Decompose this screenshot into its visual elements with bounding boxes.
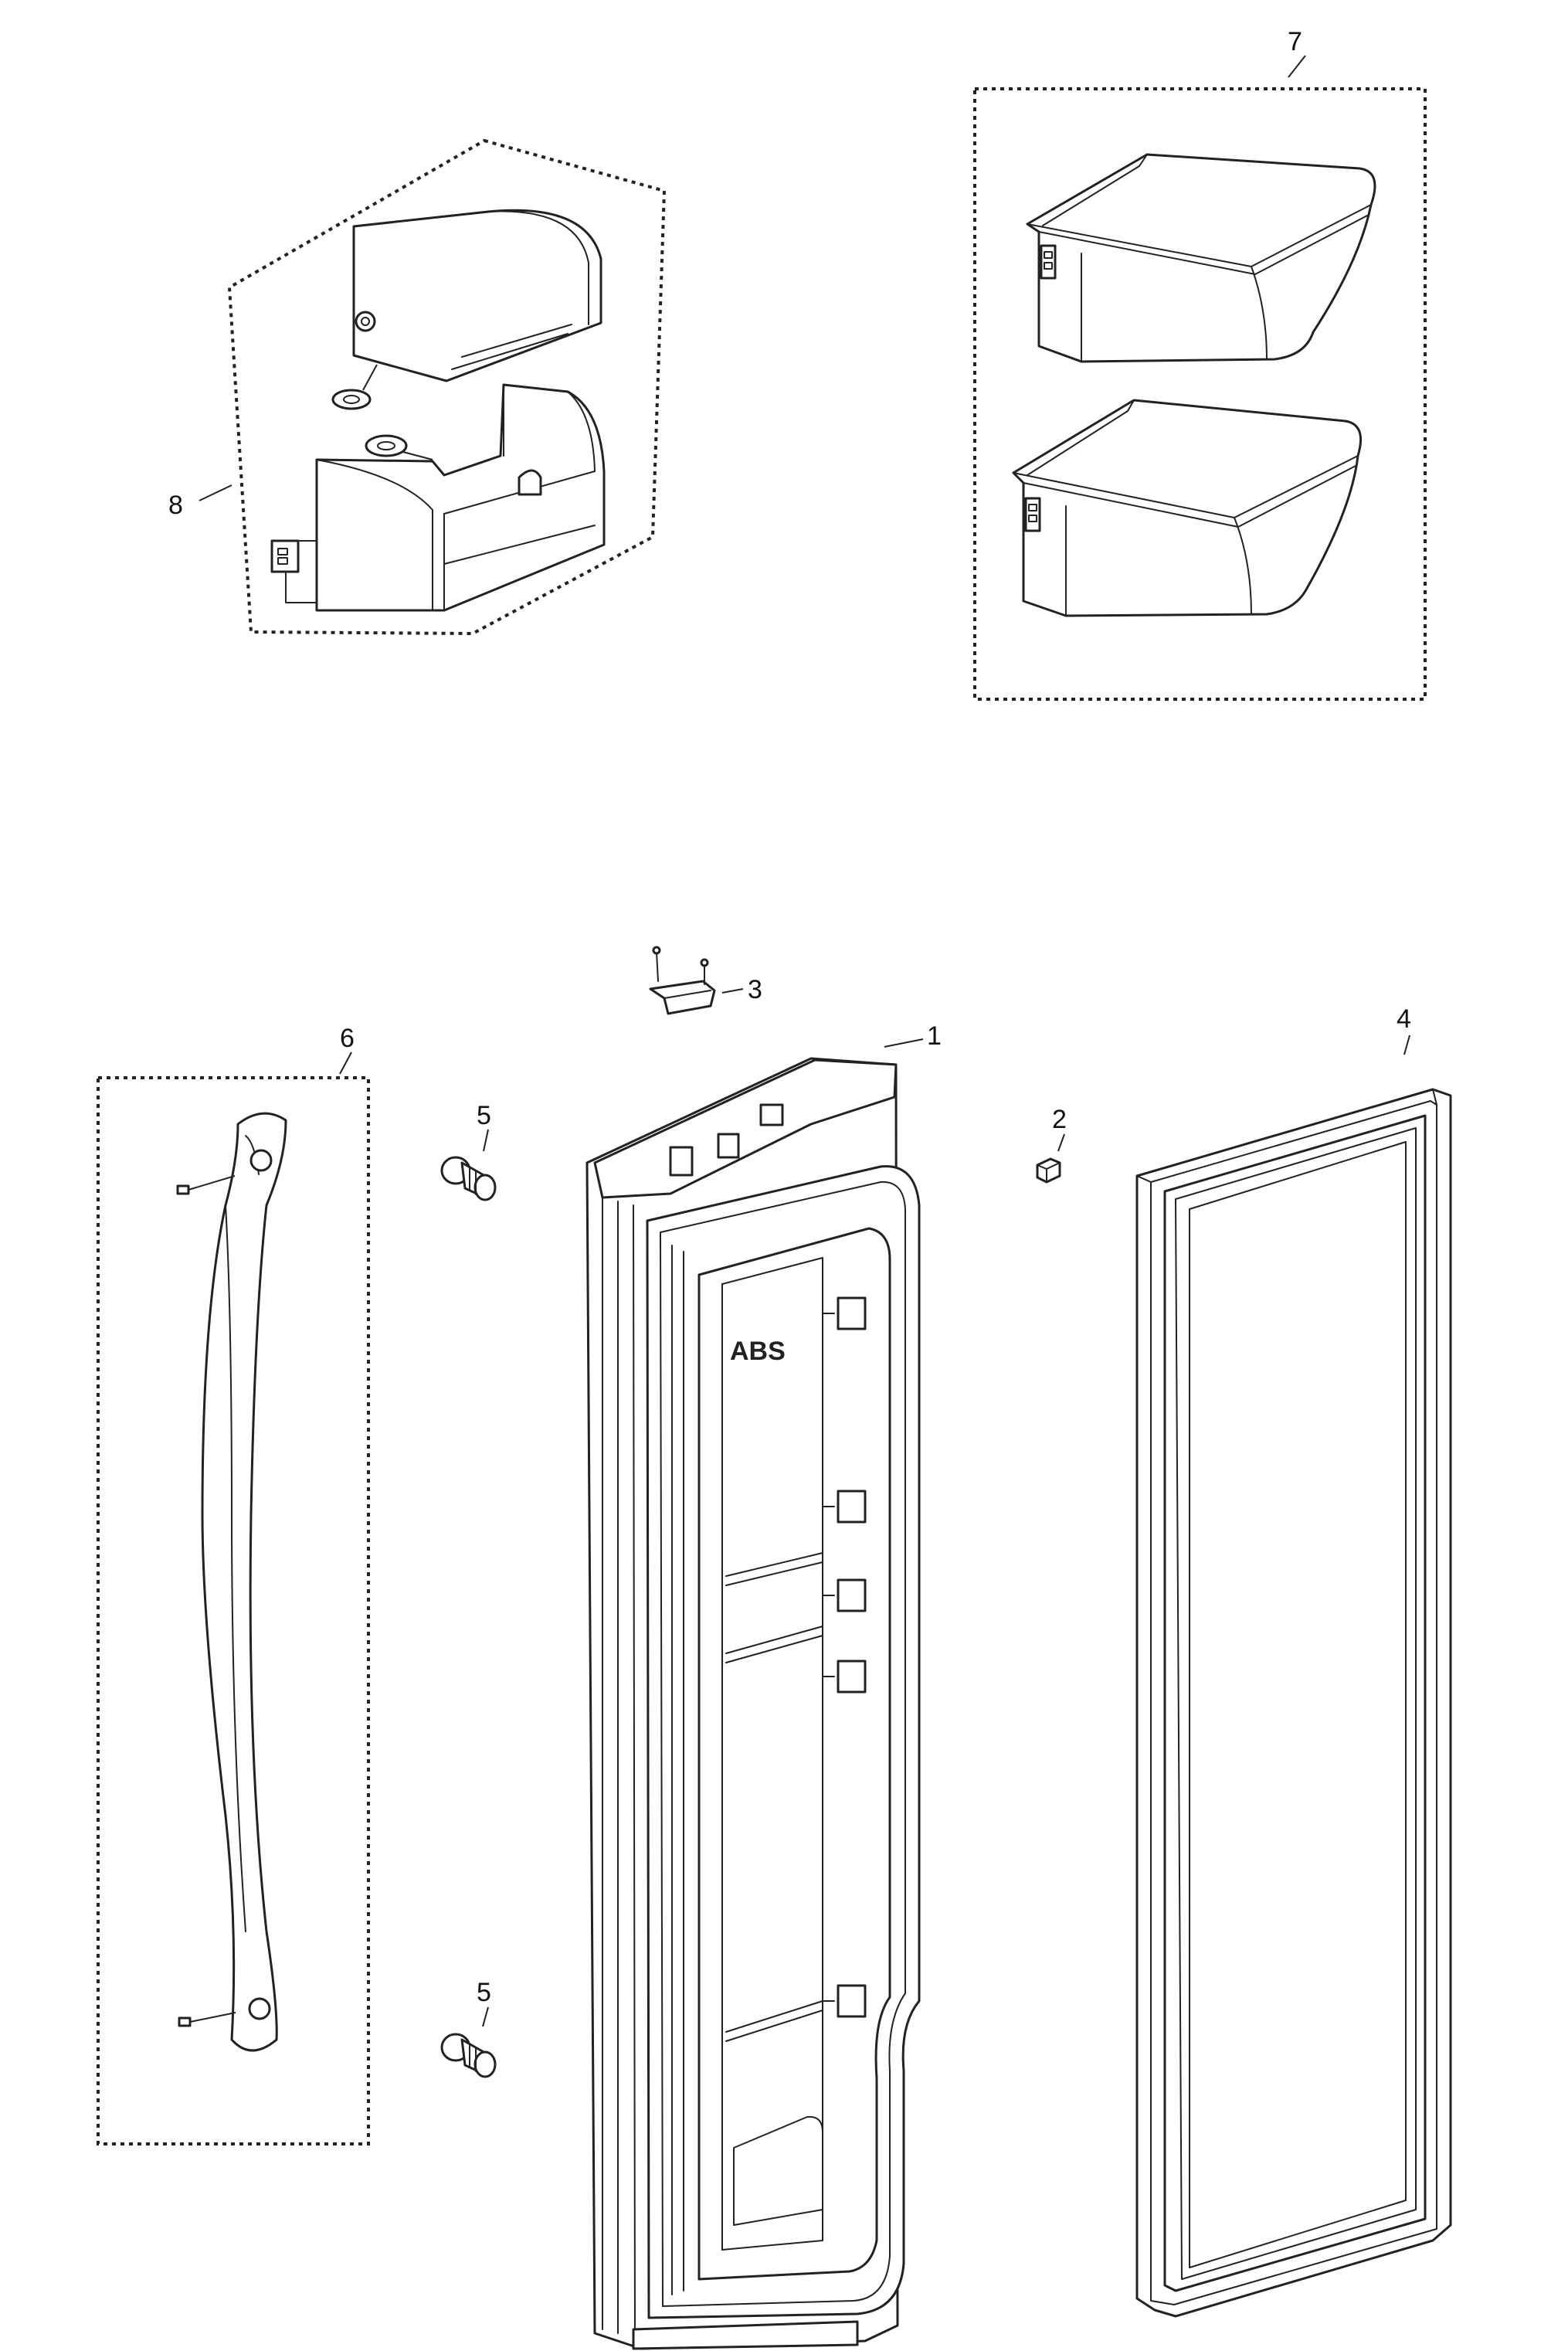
callout-2: 2 [1052, 1105, 1067, 1134]
callout-6: 6 [340, 1024, 355, 1053]
callout-3: 3 [748, 975, 762, 1004]
callout-7: 7 [1288, 27, 1302, 56]
callout-8-leader [199, 484, 232, 501]
part-6-door-handle [176, 1112, 287, 2052]
callout-1-leader [884, 1038, 924, 1048]
part-8-lower-tray [270, 383, 606, 612]
part-7-upper-bin [1026, 153, 1376, 363]
part-3-hinge-cover: 3 [649, 946, 762, 1015]
part-7-dashed-boundary [973, 87, 1427, 701]
part-7-lower-bin [1012, 399, 1362, 617]
part-5-lower-stopper: 5 [440, 1978, 497, 2078]
callout-4: 4 [1397, 1004, 1411, 1034]
part-1-door-assembly: 1 ABS [585, 1021, 942, 2350]
embossed-liner-text: ABS [730, 1337, 786, 1366]
part-6-dashed-boundary [97, 1076, 370, 2145]
part-7-assembly: 7 [973, 27, 1427, 701]
callout-1: 1 [927, 1021, 942, 1051]
part-2-cap: 2 [1036, 1105, 1067, 1184]
part-8-connectors [331, 364, 433, 460]
callout-8: 8 [168, 491, 183, 520]
callout-6-leader [339, 1051, 352, 1075]
callout-5-lower: 5 [477, 1978, 491, 2007]
part-5-upper-stopper: 5 [440, 1101, 497, 1201]
callout-4-leader [1403, 1035, 1410, 1055]
part-8-assembly: 8 [168, 138, 667, 636]
callout-7-leader [1288, 55, 1306, 78]
part-8-upper-cover [352, 209, 602, 382]
part-6-assembly: 6 [97, 1024, 370, 2145]
part-4-door-gasket: 4 [1135, 1004, 1452, 2318]
callout-5-upper: 5 [477, 1101, 491, 1130]
